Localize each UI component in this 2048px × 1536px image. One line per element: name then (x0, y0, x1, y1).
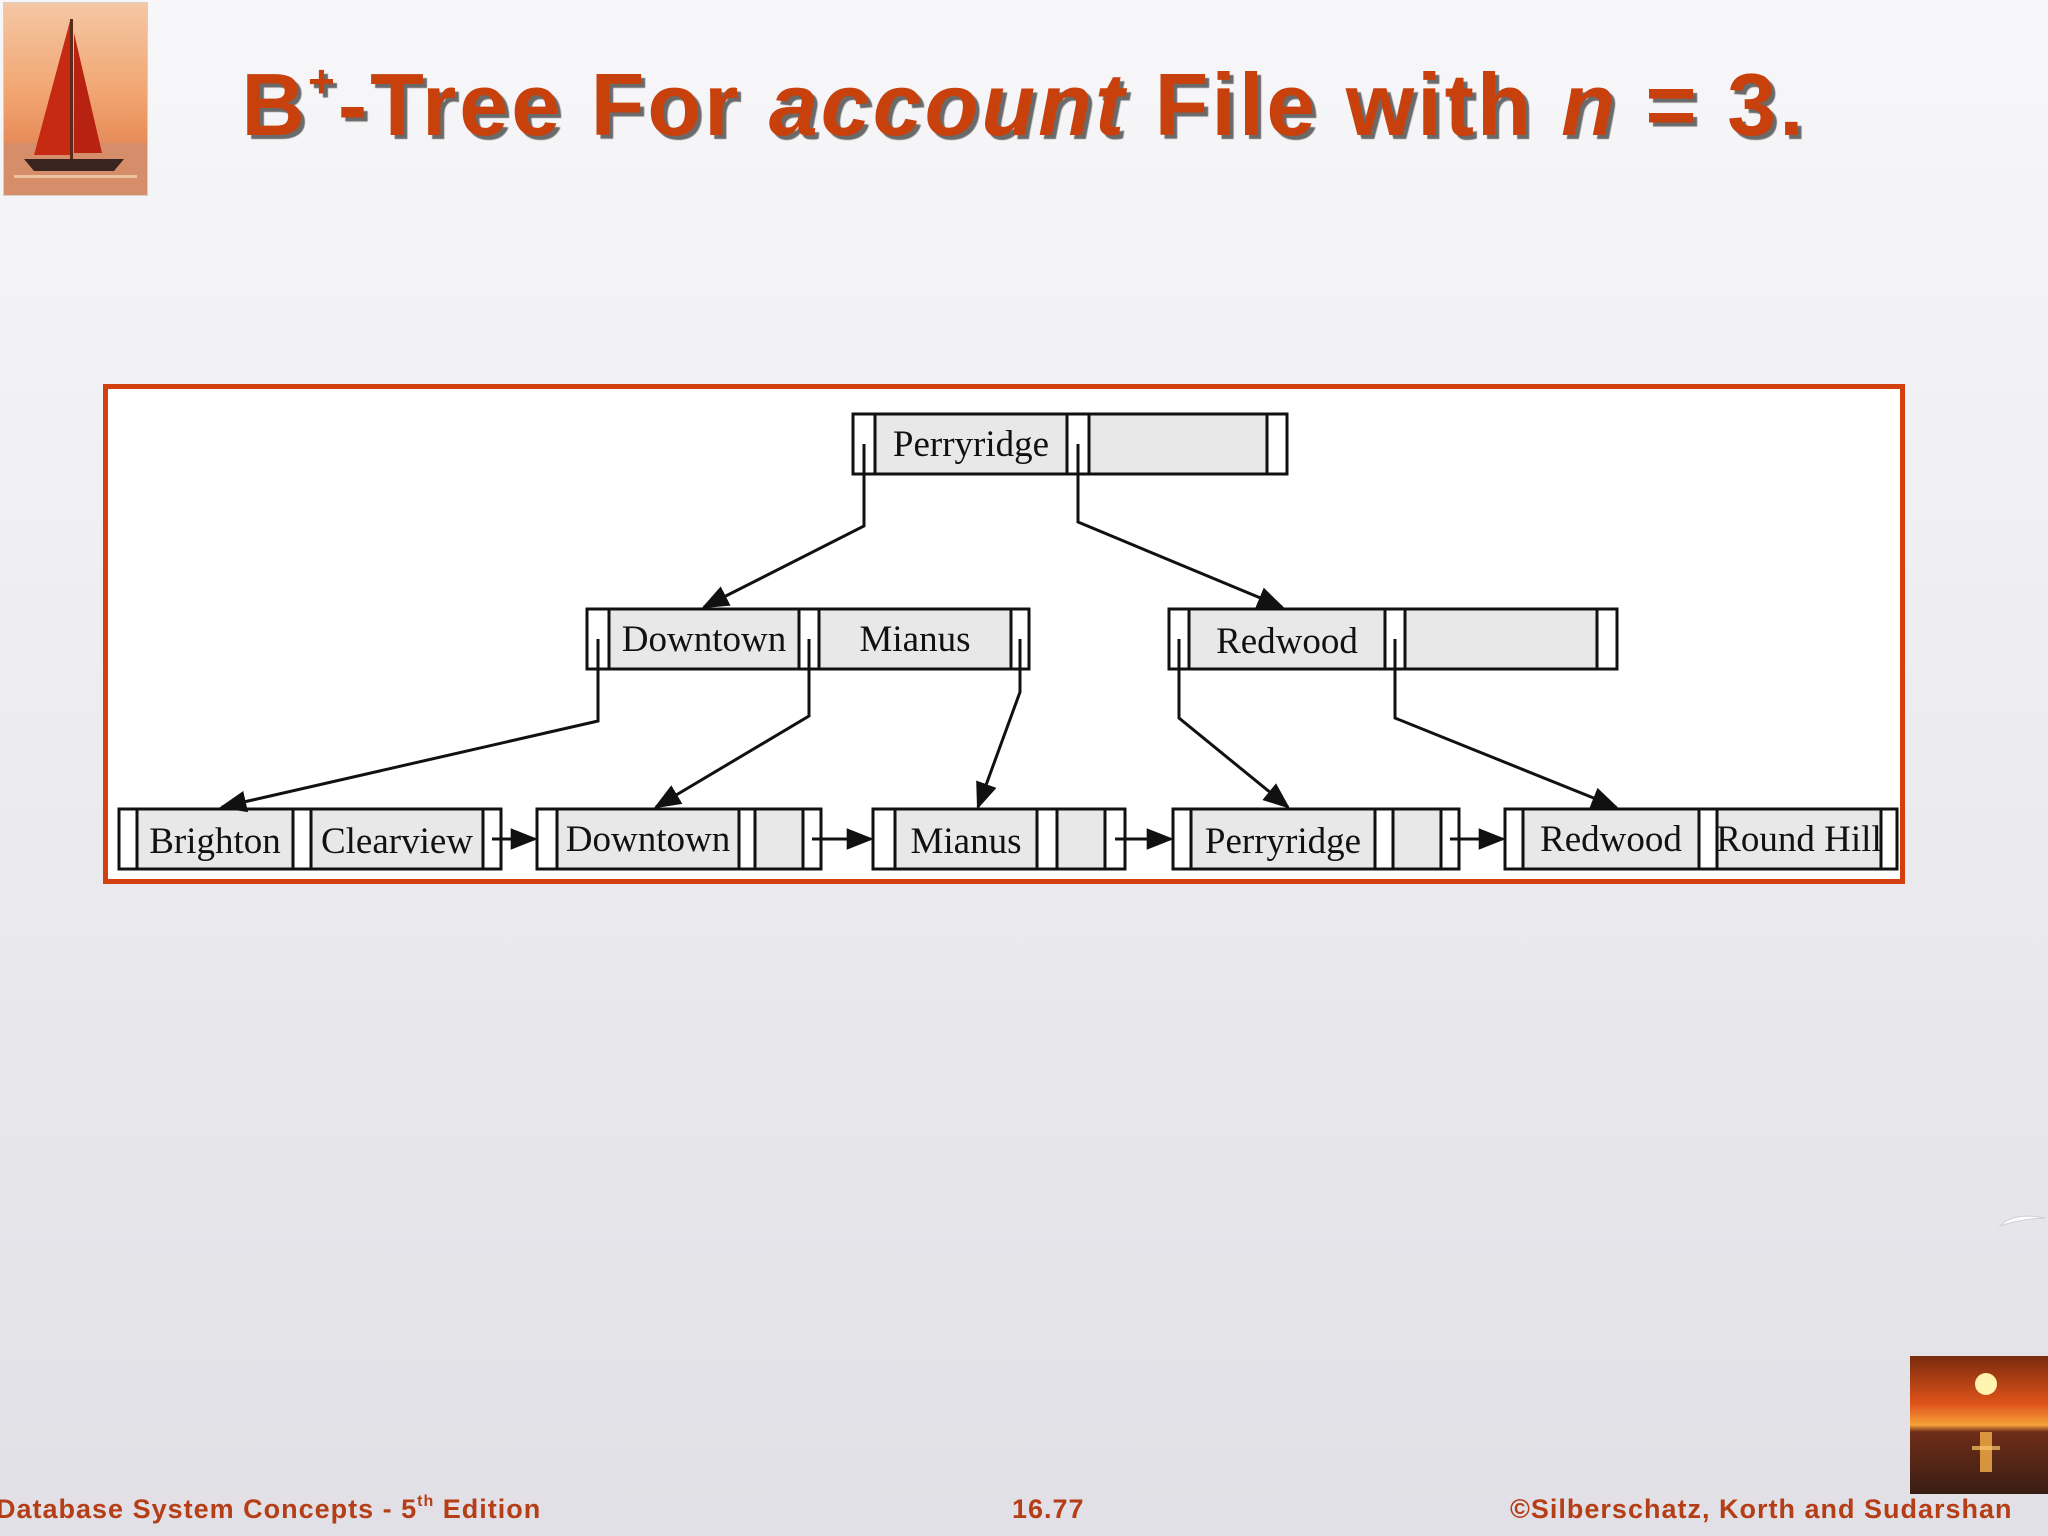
slide-title: B+-Tree For account File with n = 3. (241, 55, 1807, 154)
gull-icon (1998, 1215, 2047, 1227)
internal-node-2: Redwood (1167, 607, 1619, 671)
edge-internal-1-to-leaf-3 (976, 639, 1022, 810)
internal-2-key-1: Redwood (1216, 621, 1358, 662)
footer-page-number: 16.77 (1012, 1494, 1085, 1524)
internal-1-key-2: Mianus (860, 619, 971, 660)
leaf-5-key-1: Redwood (1540, 819, 1682, 860)
edge-internal-2-to-leaf-5 (1393, 639, 1619, 809)
edge-internal-2-to-leaf-4 (1177, 639, 1291, 809)
leaf-node-4: Perryridge (1171, 807, 1461, 871)
root-key: Perryridge (893, 424, 1049, 465)
leaf-5-key-2: Round Hill (1716, 819, 1882, 860)
edge-root-to-internal-2 (1076, 444, 1285, 609)
leaf-2-key-1: Downtown (566, 819, 730, 860)
sunset-logo-icon (1910, 1356, 2048, 1494)
leaf-node-2: Downtown (535, 807, 823, 871)
edge-internal-1-to-leaf-1 (219, 639, 600, 813)
leaf-node-3: Mianus (871, 807, 1127, 871)
leaf-4-key-1: Perryridge (1205, 821, 1361, 862)
bplus-tree-diagram: Perryridge Downtown Mianus Redwood (117, 412, 1899, 871)
leaf-1-key-1: Brighton (149, 821, 281, 862)
root-node: Perryridge (851, 412, 1289, 476)
edge-internal-1-to-leaf-2 (653, 639, 811, 809)
edge-root-to-internal-1 (701, 444, 866, 609)
leaf-1-key-2: Clearview (321, 821, 473, 862)
leaf-node-5: Redwood Round Hill (1503, 807, 1899, 871)
footer-book-title: Database System Concepts - 5th Edition (0, 1493, 542, 1525)
bplus-tree-figure: Perryridge Downtown Mianus Redwood (103, 384, 1905, 884)
internal-1-key-1: Downtown (622, 619, 786, 660)
sailboat-logo-icon (3, 2, 148, 196)
leaf-3-key-1: Mianus (911, 821, 1022, 862)
leaf-node-1: Brighton Clearview (117, 807, 503, 871)
footer-copyright: ©Silberschatz, Korth and Sudarshan (1510, 1494, 2013, 1524)
